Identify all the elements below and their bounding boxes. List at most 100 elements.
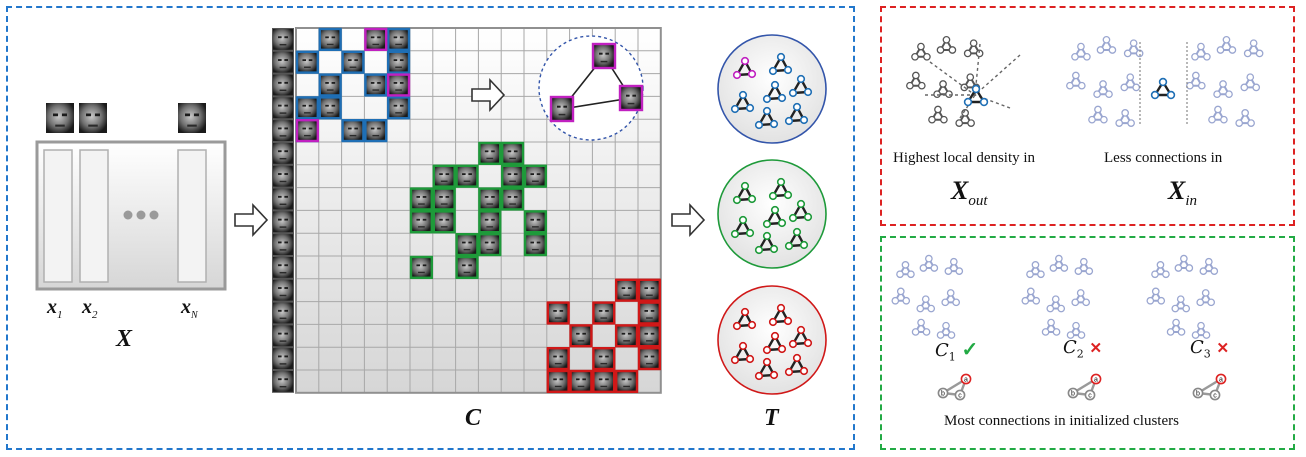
graph-node [939, 80, 947, 88]
zoom-face-border [618, 84, 644, 112]
graph-node [934, 105, 942, 114]
face-eye [462, 241, 466, 244]
face-image [548, 371, 569, 392]
node-letter: c [1213, 393, 1217, 400]
graph-node [1214, 105, 1222, 114]
x2-label: x2 [82, 296, 98, 321]
cell-highlight [637, 324, 661, 348]
matrix-face-cell [457, 166, 477, 187]
graph-node [1041, 328, 1050, 336]
face-image [411, 257, 432, 278]
face-mouth [372, 134, 380, 137]
face-eye [284, 287, 288, 289]
graph-node [1082, 298, 1091, 307]
cluster-node [768, 66, 778, 76]
cell-highlight [478, 141, 502, 165]
matrix-face-cell [388, 75, 409, 95]
cell-highlight [364, 27, 388, 51]
graph-node [1079, 257, 1088, 266]
graph-node [1077, 331, 1086, 339]
graph-node [1051, 295, 1060, 304]
cell-highlight [523, 232, 547, 257]
graph-node [1026, 270, 1034, 279]
cluster-node [783, 65, 793, 75]
matrix-face-cell [639, 325, 660, 346]
density-caption-left: Highest local density in [893, 150, 1036, 166]
cluster-node [762, 219, 772, 229]
face-mouth [372, 43, 380, 46]
face-mouth [554, 385, 562, 388]
face-eye [284, 309, 288, 312]
face-image [502, 166, 523, 187]
face-mouth [577, 385, 585, 388]
face-mouth [279, 112, 287, 114]
graph-node [1037, 270, 1045, 279]
cluster-triangle [790, 76, 810, 95]
matrix-face-cell [297, 52, 318, 73]
face-strip-item [273, 302, 293, 324]
matrix-face-cell [434, 189, 455, 209]
face-eye [399, 36, 404, 39]
cluster-node [769, 119, 779, 129]
face-eye [308, 59, 313, 62]
cluster-node [799, 240, 809, 250]
cluster-node [730, 355, 740, 365]
cluster-node [796, 325, 806, 335]
face-eye [278, 309, 282, 312]
graph-edge [1125, 41, 1142, 55]
cluster-node [747, 69, 757, 79]
face-strip-item [273, 29, 293, 50]
face-image [388, 29, 409, 50]
graph-node [1162, 270, 1170, 279]
cell-highlight [501, 187, 525, 211]
face-mouth [627, 102, 635, 105]
graph-edge [1073, 290, 1088, 304]
face-image [548, 348, 569, 369]
init-cluster-node [954, 389, 966, 401]
face-strip-item [273, 257, 293, 278]
graph-node [925, 254, 933, 263]
face-eye [284, 378, 288, 381]
graph-node [917, 318, 925, 327]
face-mouth [279, 385, 287, 388]
face-eye [557, 105, 561, 108]
cluster-triangle [786, 104, 806, 123]
face-eye [439, 196, 443, 198]
cluster-node [796, 199, 806, 209]
face-image [273, 302, 293, 324]
matrix-face-cell [343, 120, 363, 141]
face-eye [605, 310, 609, 312]
face-mouth [418, 203, 425, 205]
face-eye [284, 218, 288, 221]
face-image [616, 325, 637, 346]
face-image [411, 211, 432, 232]
face-image [525, 211, 546, 232]
arrow-right-icon [671, 202, 706, 238]
face-eye [536, 218, 541, 221]
graph-edge [1242, 75, 1258, 89]
face-image [388, 52, 409, 73]
face-eye [491, 218, 495, 221]
cluster-node [732, 195, 742, 205]
center-triangle [965, 86, 987, 104]
face-mouth [349, 66, 357, 68]
graph-node [911, 71, 920, 80]
graph-edge [893, 289, 908, 302]
face-eye [559, 355, 564, 358]
zoom-face [552, 98, 572, 120]
face-eye [278, 59, 282, 61]
cluster-node [740, 181, 750, 191]
matrix-face-cell [525, 166, 546, 187]
face-eye [513, 150, 518, 153]
face-eye [627, 378, 632, 381]
face-eye [278, 332, 282, 335]
face-eye [513, 173, 518, 176]
face-eye [507, 150, 512, 153]
face-eye [377, 36, 381, 39]
face-mouth [558, 113, 566, 116]
isolated-node [1150, 90, 1160, 100]
graph-node [1191, 331, 1200, 339]
cell-highlight [318, 73, 342, 97]
face-eye [278, 36, 282, 39]
